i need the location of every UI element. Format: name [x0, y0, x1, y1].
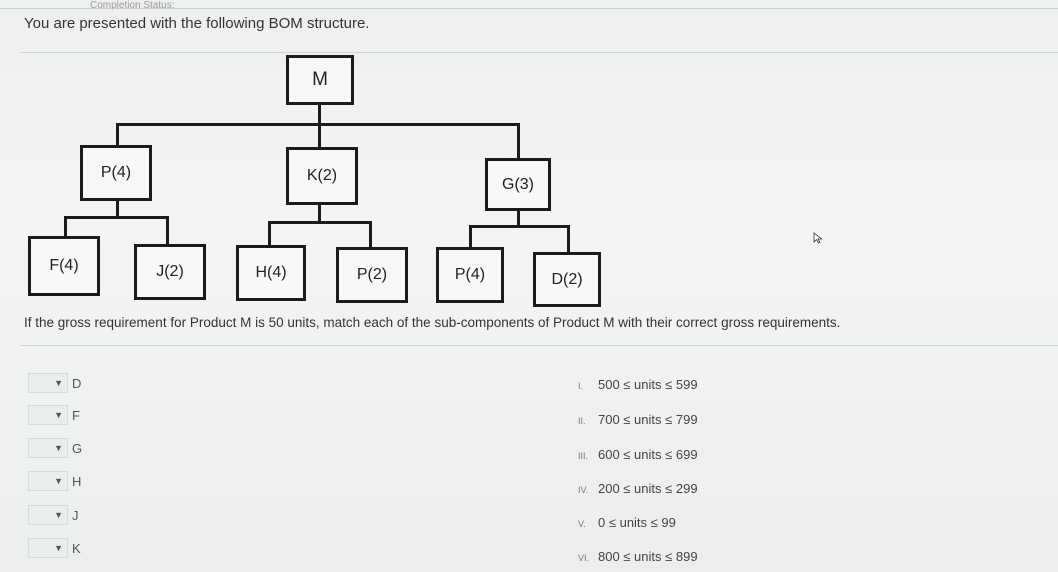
bom-node-p2: P(2) [336, 247, 408, 303]
chevron-down-icon: ▼ [54, 510, 63, 520]
question-divider [20, 345, 1058, 346]
match-row-f: ▼ F [28, 404, 80, 426]
match-label-g: G [72, 440, 83, 456]
bom-node-p4: P(4) [80, 145, 152, 201]
intro-text: You are presented with the following BOM… [24, 15, 370, 32]
top-divider [0, 8, 1058, 9]
chevron-down-icon: ▼ [54, 476, 63, 486]
chevron-down-icon: ▼ [54, 543, 63, 553]
range-numeral: III. [578, 451, 589, 461]
bom-node-k2: K(2) [286, 147, 358, 205]
range-numeral: VI. [578, 553, 590, 563]
match-select-h[interactable]: ▼ [28, 471, 68, 491]
bom-node-p4-sub: P(4) [436, 247, 504, 303]
connector [318, 123, 321, 147]
bom-node-j2: J(2) [134, 244, 206, 300]
connector [166, 216, 169, 244]
range-numeral: IV. [578, 485, 589, 495]
range-text: 600 ≤ units ≤ 699 [598, 447, 698, 462]
connector [469, 225, 570, 228]
match-label-j: J [72, 507, 79, 523]
range-text: 700 ≤ units ≤ 799 [598, 412, 698, 427]
question-text: If the gross requirement for Product M i… [24, 315, 841, 330]
connector [64, 216, 169, 219]
connector [116, 200, 119, 218]
connector [517, 210, 520, 227]
match-row-h: ▼ H [28, 470, 81, 492]
completion-status: Completion Status: [90, 0, 175, 11]
bom-node-g3: G(3) [485, 158, 551, 211]
range-item-1: I. 500 ≤ units ≤ 599 [578, 377, 698, 397]
range-item-4: IV. 200 ≤ units ≤ 299 [578, 481, 698, 501]
bom-node-h4: H(4) [236, 245, 306, 301]
connector [567, 225, 570, 252]
connector [469, 225, 472, 247]
connector [517, 123, 520, 158]
match-select-j[interactable]: ▼ [28, 505, 68, 525]
match-row-d: ▼ D [28, 372, 81, 394]
match-row-g: ▼ G [28, 437, 82, 459]
match-row-k: ▼ K [28, 537, 81, 559]
connector [64, 216, 67, 236]
match-select-d[interactable]: ▼ [28, 373, 68, 393]
bom-node-d2: D(2) [533, 252, 601, 307]
range-item-3: III. 600 ≤ units ≤ 699 [578, 447, 698, 467]
range-item-6: VI. 800 ≤ units ≤ 899 [578, 549, 698, 569]
intro-divider [20, 52, 1058, 53]
match-label-f: F [72, 407, 80, 423]
match-select-g[interactable]: ▼ [28, 438, 68, 458]
connector [318, 205, 321, 223]
connector [116, 123, 119, 145]
chevron-down-icon: ▼ [54, 410, 63, 420]
range-item-2: II. 700 ≤ units ≤ 799 [578, 412, 698, 432]
match-select-k[interactable]: ▼ [28, 538, 68, 558]
cursor-icon [813, 232, 823, 244]
connector [318, 104, 321, 124]
bom-node-f4: F(4) [28, 236, 100, 296]
match-select-f[interactable]: ▼ [28, 405, 68, 425]
range-item-5: V. 0 ≤ units ≤ 99 [578, 515, 676, 535]
match-row-j: ▼ J [28, 504, 79, 526]
range-numeral: II. [578, 416, 586, 426]
chevron-down-icon: ▼ [54, 378, 63, 388]
match-label-k: K [72, 540, 81, 556]
connector [369, 221, 372, 247]
bom-node-m: M [286, 55, 354, 105]
range-numeral: I. [578, 381, 584, 391]
range-text: 500 ≤ units ≤ 599 [598, 377, 698, 392]
match-label-d: D [72, 375, 82, 391]
range-text: 200 ≤ units ≤ 299 [598, 481, 698, 496]
connector [268, 221, 372, 224]
range-text: 0 ≤ units ≤ 99 [598, 515, 676, 530]
chevron-down-icon: ▼ [54, 443, 63, 453]
match-label-h: H [72, 473, 82, 489]
connector [268, 221, 271, 245]
range-text: 800 ≤ units ≤ 899 [598, 549, 698, 564]
range-numeral: V. [578, 519, 586, 529]
